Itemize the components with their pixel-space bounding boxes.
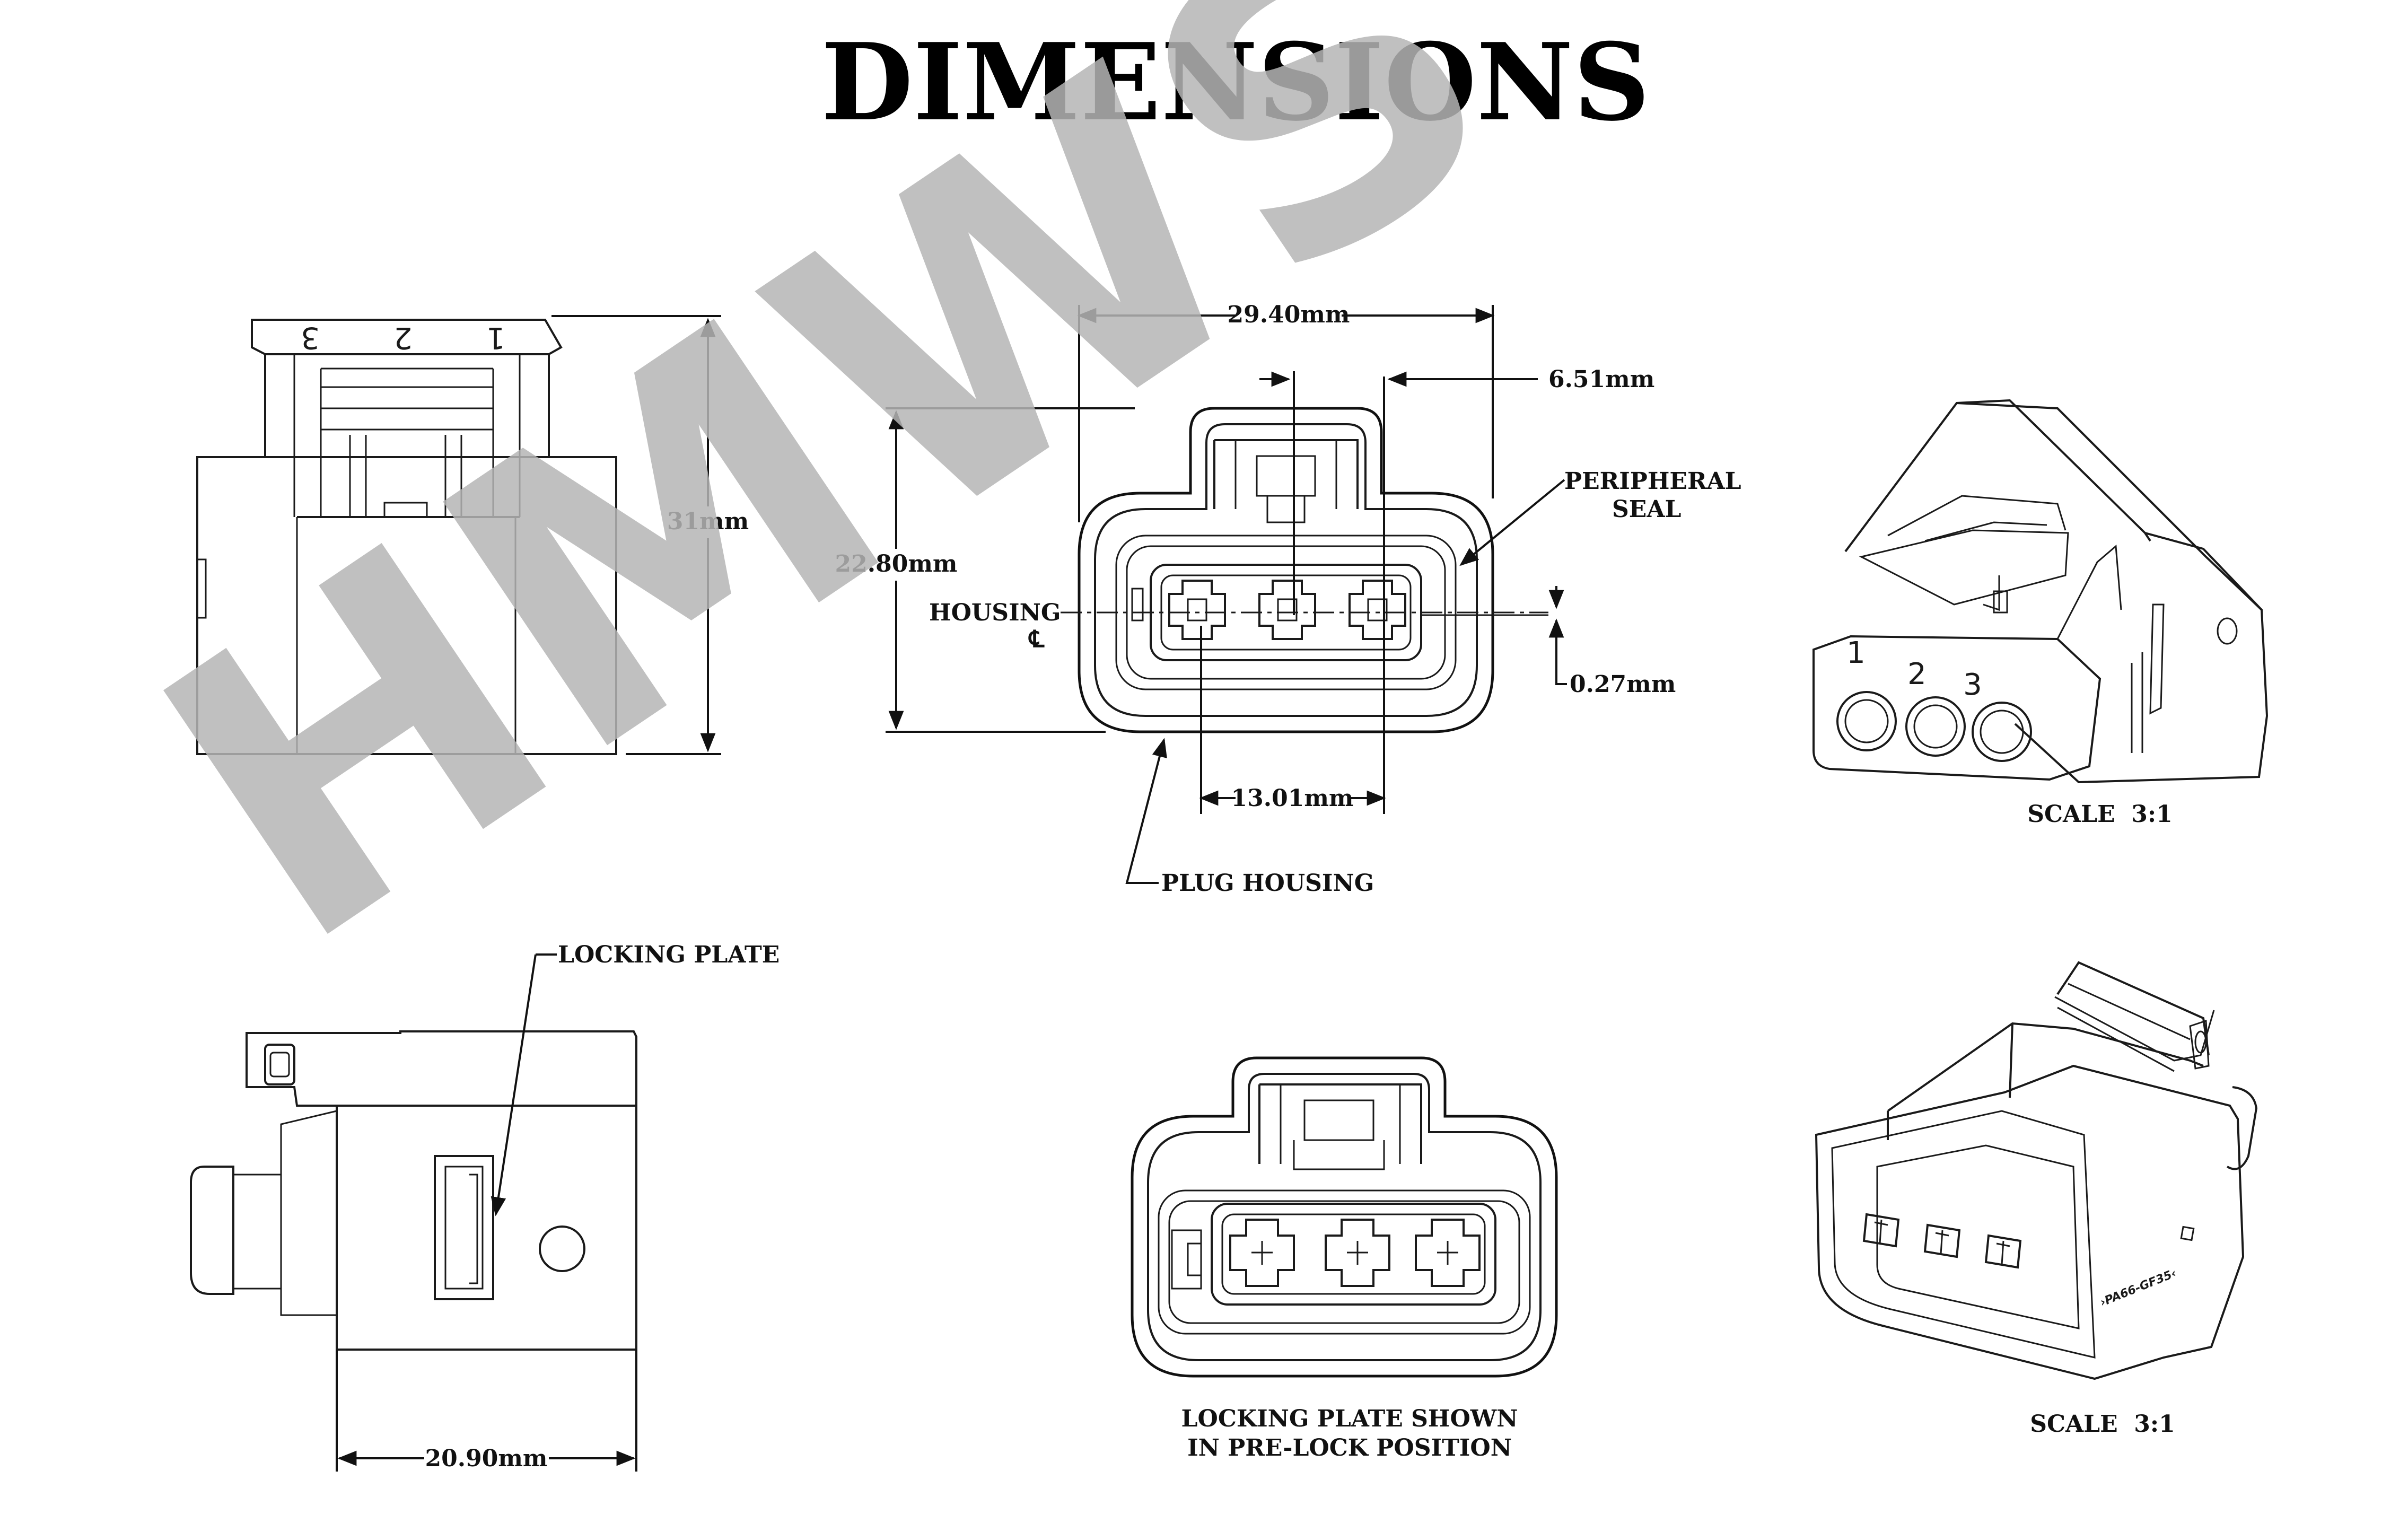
prelock-caption: IN PRE-LOCK POSITION (1187, 1434, 1512, 1461)
scale-label-top: SCALE 3:1 (2027, 801, 2173, 828)
side-dimensions: LOCKING PLATE 20.90mm (336, 941, 780, 1473)
front-width-label: 29.40mm (1228, 301, 1350, 328)
rear-height-dimension: 31mm (551, 315, 749, 755)
side-width-label: 20.90mm (425, 1445, 548, 1472)
prelock-caption: LOCKING PLATE SHOWN (1181, 1405, 1518, 1432)
housing-label: HOUSING (929, 599, 1061, 626)
part-marking: ›PA66-GF35‹ (2098, 1267, 2178, 1309)
side-view (190, 1030, 637, 1351)
seal-label: PERIPHERAL (1564, 468, 1741, 495)
iso-cavity (1984, 1234, 2022, 1269)
rear-height-label: 31mm (667, 508, 749, 535)
front-cavity (1168, 580, 1226, 640)
iso-cavity (1923, 1223, 1961, 1258)
iso-pin-number: 1 (1846, 636, 1866, 670)
front-cavity (1349, 580, 1406, 640)
rear-view: 3 2 1 (196, 319, 617, 755)
scale-label-bottom: SCALE 3:1 (2030, 1411, 2175, 1438)
pitch-label: 13.01mm (1231, 785, 1354, 812)
prelock-view (1131, 1056, 1558, 1378)
rear-pin-number: 1 (486, 320, 505, 355)
iso-cavity (1862, 1213, 1900, 1248)
front-cavity (1258, 580, 1316, 640)
iso-top-view: 1 2 3 (1812, 399, 2269, 784)
front-offset-label: 6.51mm (1548, 366, 1654, 393)
small-offset-label: 0.27mm (1570, 671, 1676, 698)
rear-pin-number: 2 (393, 320, 413, 355)
iso-pin-number: 3 (1963, 668, 1982, 702)
centerline-symbol: ℄ (1028, 626, 1045, 653)
iso-bottom-view: ›PA66-GF35‹ (1815, 961, 2258, 1380)
plug-housing-label: PLUG HOUSING (1161, 870, 1374, 897)
page-title: DIMENSIONS (821, 20, 1650, 145)
iso-pin-number: 2 (1907, 657, 1927, 691)
front-dimensions: 29.40mm 6.51mm 22.80mm PERIPHERAL SEAL H… (833, 300, 1741, 897)
seal-label: SEAL (1612, 496, 1681, 523)
front-height-label: 22.80mm (835, 550, 958, 577)
front-view (1061, 407, 1548, 733)
locking-plate-label: LOCKING PLATE (558, 941, 780, 968)
rear-pin-number: 3 (301, 320, 320, 355)
